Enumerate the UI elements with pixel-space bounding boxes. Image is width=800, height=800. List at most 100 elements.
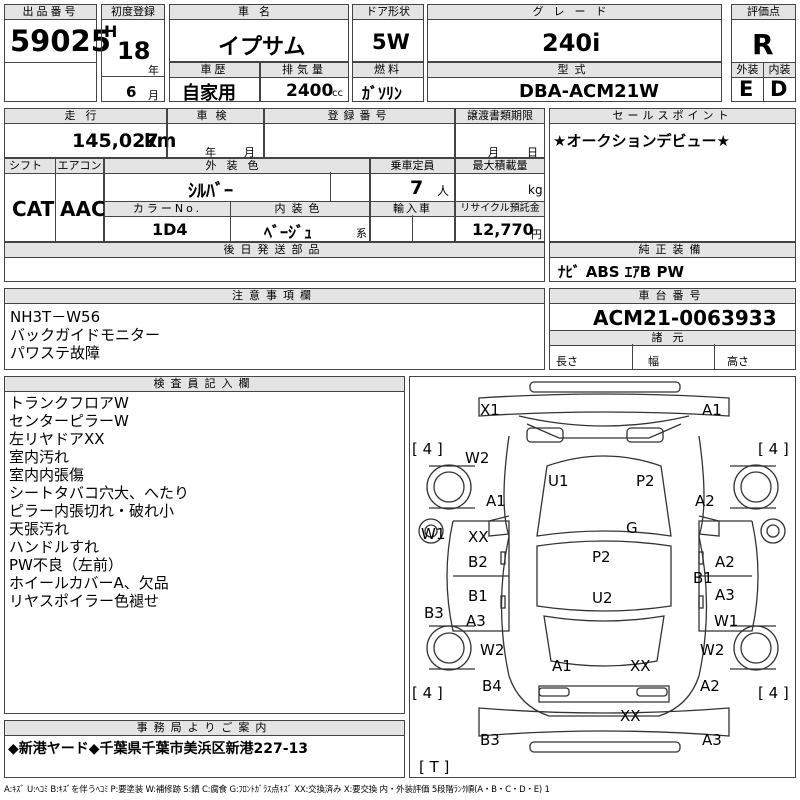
- history-label: 車歴: [169, 62, 260, 78]
- interior-label: 内装: [763, 62, 796, 78]
- damage-mark: W2: [700, 641, 725, 659]
- damage-mark: B1: [468, 587, 488, 605]
- tire-tread-right-front: [ 4 ]: [758, 440, 789, 458]
- damage-mark: B4: [482, 677, 502, 695]
- specs-label: 諸元: [549, 330, 796, 346]
- damage-mark: A3: [715, 586, 735, 604]
- registration-number-label: 登録番号: [264, 108, 455, 124]
- inspector-line: シートタバコ穴大、へたり: [9, 484, 190, 502]
- displacement-label: 排気量: [260, 62, 349, 78]
- car-name-label: 車名: [169, 4, 349, 20]
- diagram-box: [409, 376, 796, 778]
- recycle-deposit: 12,770: [472, 220, 534, 239]
- recycle-unit: 円: [531, 228, 542, 241]
- damage-mark: A2: [700, 677, 720, 695]
- inspector-line: 天張汚れ: [9, 520, 70, 538]
- note-line: パワステ故障: [10, 344, 101, 362]
- damage-mark: X1: [480, 401, 500, 419]
- office-info: ◆新港ヤード◆千葉県千葉市美浜区新港227-13: [8, 741, 309, 757]
- max-load-label: 最大積載量: [455, 158, 545, 174]
- mileage: 145,027: [72, 130, 159, 152]
- damage-mark: A3: [466, 612, 486, 630]
- equipment-label: 純正装備: [549, 242, 796, 258]
- later-parts-label: 後日発送部品: [4, 242, 545, 258]
- tire-tread-left-front: [ 4 ]: [412, 440, 443, 458]
- displacement: 2400: [286, 81, 334, 101]
- damage-mark: B1: [693, 569, 713, 587]
- damage-mark: A1: [552, 657, 572, 675]
- height-label: 高さ: [727, 355, 749, 368]
- month-unit: 月: [148, 89, 159, 102]
- length-label: 長さ: [556, 355, 578, 368]
- inspection-label: 車検: [167, 108, 264, 124]
- car-name: イプサム: [218, 35, 306, 60]
- tire-tread-right-rear: [ 4 ]: [758, 684, 789, 702]
- damage-mark: W2: [465, 449, 490, 467]
- equipment: ﾅﾋﾞ ABS ｴｱB PW: [558, 263, 684, 281]
- damage-mark: B3: [424, 604, 444, 622]
- capacity-unit: 人: [437, 184, 450, 198]
- history: 自家用: [182, 83, 236, 104]
- inspection-month-unit: 月: [244, 146, 255, 159]
- inspector-label: 検査員記入欄: [4, 376, 405, 392]
- lot-number: 59025: [10, 24, 111, 58]
- inspector-lines: トランクフロアW センターピラーW 左リヤドアXX 室内汚れ 室内内張傷 シート…: [9, 394, 189, 610]
- recycle-label: リサイクル預託金: [455, 201, 545, 217]
- car-diagram: [418, 381, 786, 753]
- damage-mark: A1: [486, 492, 506, 510]
- door-label: ドア形状: [352, 4, 424, 20]
- tire-tread-left-rear: [ 4 ]: [412, 684, 443, 702]
- chassis-label: 車台番号: [549, 288, 796, 304]
- inspector-line: 室内内張傷: [9, 466, 85, 484]
- exterior-score: E: [739, 77, 754, 101]
- lot-label: 出品番号: [4, 4, 97, 20]
- inspector-line: 室内汚れ: [9, 448, 70, 466]
- mileage-label: 走行: [4, 108, 167, 124]
- damage-mark: P2: [636, 472, 655, 490]
- damage-mark: XX: [468, 528, 489, 546]
- grade-label: グレード: [427, 4, 722, 20]
- damage-mark: W2: [480, 641, 505, 659]
- first-registration-label: 初度登録: [101, 4, 165, 20]
- transfer-month-unit: 月: [488, 146, 499, 159]
- damage-mark: XX: [630, 657, 651, 675]
- model-code: DBA-ACM21W: [519, 81, 660, 102]
- year-unit: 年: [148, 64, 159, 77]
- ext-color-label: 外装色: [104, 158, 370, 174]
- inspector-line: ピラー内張切れ・破れ小: [9, 502, 175, 520]
- damage-mark: P2: [592, 548, 611, 566]
- first-registration-year: 18: [117, 37, 151, 65]
- inspector-line: センターピラーW: [9, 412, 129, 430]
- shift-label: シフト: [4, 158, 56, 174]
- color-no: 1D4: [152, 220, 188, 239]
- inspector-line: 左リヤドアXX: [9, 430, 105, 448]
- fuel-label: 燃料: [352, 62, 424, 78]
- inspector-line: リヤスポイラー色褪せ: [9, 592, 160, 610]
- displacement-unit: cc: [332, 88, 343, 99]
- damage-mark: B3: [480, 731, 500, 749]
- damage-mark: XX: [620, 707, 641, 725]
- transfer-deadline-label: 譲渡書類期限: [455, 108, 545, 124]
- note-line: NH3T－W56: [10, 308, 101, 326]
- grade: 240i: [542, 29, 601, 57]
- sales-point-label: セールスポイント: [549, 108, 796, 124]
- damage-mark: W1: [714, 612, 739, 630]
- damage-mark: G: [626, 519, 638, 537]
- sales-point: ★オークションデビュー★: [553, 132, 730, 150]
- int-color-label: 内装色: [230, 201, 370, 217]
- exterior-label: 外装: [731, 62, 764, 78]
- door-type: 5W: [372, 30, 410, 54]
- capacity: 7: [410, 177, 424, 199]
- inspector-line: ホイールカバーA、欠品: [9, 574, 169, 592]
- inspector-line: PW不良（左前）: [9, 556, 123, 574]
- damage-mark: U2: [592, 589, 613, 607]
- first-registration-month: 6: [126, 83, 137, 101]
- int-color-unit: 系: [356, 227, 367, 240]
- legend: A:ｷｽﾞ U:ﾍｺﾐ B:ｷｽﾞを伴うﾍｺﾐ P:要塗装 W:補修跡 S:錆 …: [4, 785, 550, 795]
- inspector-line: ハンドルすれ: [9, 538, 100, 556]
- capacity-label: 乗車定員: [370, 158, 455, 174]
- damage-mark: A1: [702, 401, 722, 419]
- int-color: ﾍﾞｰｼﾞｭ: [264, 223, 313, 242]
- ext-color: ｼﾙﾊﾞｰ: [188, 181, 233, 202]
- overall-score: R: [752, 28, 774, 61]
